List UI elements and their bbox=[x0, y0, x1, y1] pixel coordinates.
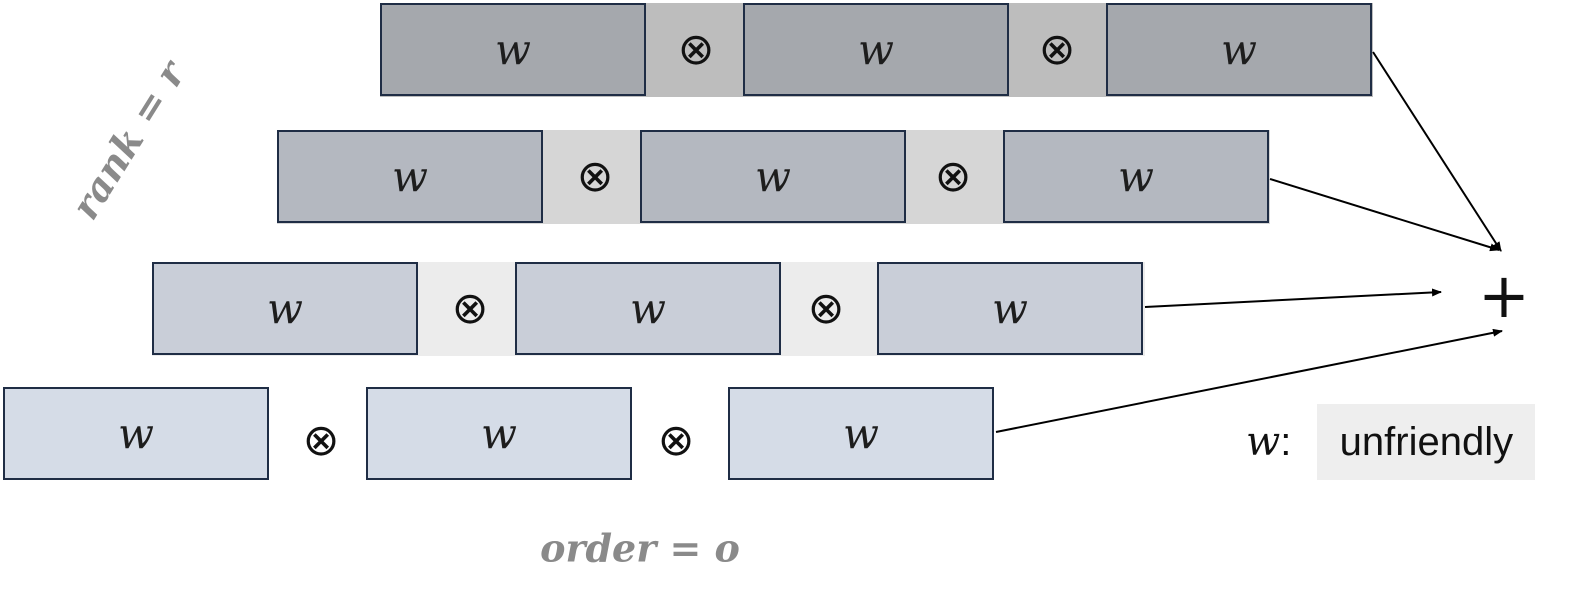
factor-label: w bbox=[992, 284, 1028, 333]
order-label: order = o bbox=[540, 525, 740, 571]
tensor-product-symbol: ⊗ bbox=[807, 283, 845, 334]
tensor-product-symbol: ⊗ bbox=[1038, 24, 1076, 75]
factor-label: w bbox=[495, 25, 531, 74]
factor-label: w bbox=[843, 409, 879, 458]
factor-box: w bbox=[3, 387, 269, 480]
factor-box: w bbox=[277, 130, 543, 223]
factor-label: w bbox=[118, 409, 154, 458]
tensor-product-symbol: ⊗ bbox=[677, 24, 715, 75]
arrow-row-1 bbox=[1372, 51, 1502, 252]
factor-label: w bbox=[1118, 152, 1154, 201]
factor-box: w bbox=[515, 262, 781, 355]
factor-label: w bbox=[630, 284, 666, 333]
factor-box: w bbox=[640, 130, 906, 223]
factor-box: w bbox=[366, 387, 632, 480]
factor-label: w bbox=[392, 152, 428, 201]
arrow-row-3 bbox=[1144, 288, 1442, 308]
legend-colon: : bbox=[1280, 419, 1292, 464]
factor-box: w bbox=[728, 387, 994, 480]
factor-label: w bbox=[1221, 25, 1257, 74]
tensor-product-symbol: ⊗ bbox=[451, 283, 489, 334]
factor-label: w bbox=[267, 284, 303, 333]
legend-symbol: w bbox=[1246, 419, 1281, 465]
factor-label: w bbox=[755, 152, 791, 201]
factor-box: w bbox=[380, 3, 646, 96]
tensor-product-symbol: ⊗ bbox=[657, 415, 695, 466]
arrow-row-4 bbox=[995, 328, 1503, 433]
arrow-row-2 bbox=[1269, 178, 1500, 252]
factor-box: w bbox=[743, 3, 1009, 96]
summation-symbol: + bbox=[1478, 259, 1530, 332]
legend: w : unfriendly bbox=[1246, 404, 1536, 480]
tensor-product-symbol: ⊗ bbox=[576, 151, 614, 202]
factor-box: w bbox=[152, 262, 418, 355]
factor-label: w bbox=[481, 409, 517, 458]
factor-box: w bbox=[1003, 130, 1269, 223]
tensor-product-symbol: ⊗ bbox=[302, 415, 340, 466]
tensor-product-symbol: ⊗ bbox=[934, 151, 972, 202]
legend-text-badge: unfriendly bbox=[1317, 404, 1536, 480]
factor-box: w bbox=[1106, 3, 1372, 96]
factor-box: w bbox=[877, 262, 1143, 355]
factor-label: w bbox=[858, 25, 894, 74]
